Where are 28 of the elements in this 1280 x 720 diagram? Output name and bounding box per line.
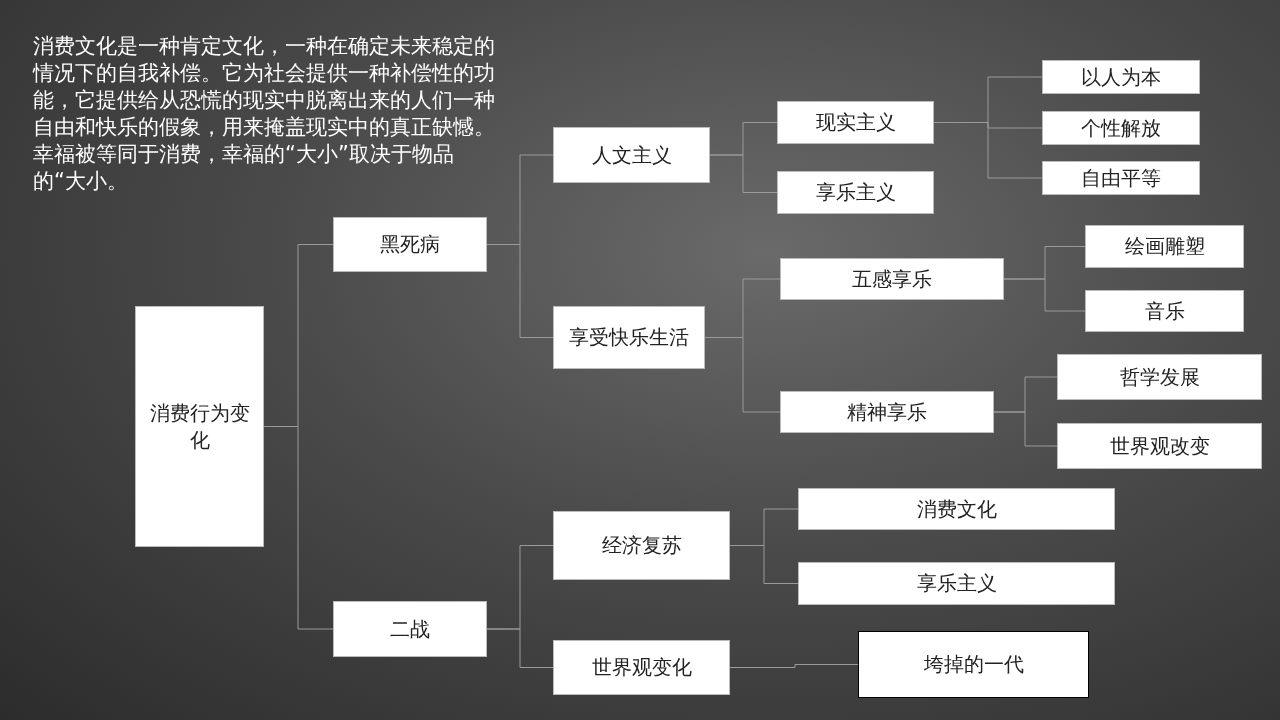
text-box: 精神享乐 [780,391,994,433]
text-box: 绘画雕塑 [1085,225,1244,268]
text-box: 音乐 [1085,290,1244,332]
paragraph: 消费文化是一种肯定文化，一种在确定未来稳定的情况下的自我补偿。它为社会提供一种补偿性的功能，它提供给从恐慌的现实中脱离出来的人们一种自由和快乐的假象，用来掩盖现实中的真正缺憾。幸福被等同于消费，幸福的“大小”取决于物品的“大小。 [33,33,495,195]
text-box: 垮掉的一代 [858,631,1089,698]
connector-line [993,411,1058,447]
text-box: 个性解放 [1042,111,1200,145]
text-box: 二战 [333,601,487,657]
text-box: 世界观变化 [553,640,730,695]
text-box: 享受快乐生活 [553,306,705,369]
connector-line [729,545,799,584]
text-box: 现实主义 [777,101,934,144]
connector-line [486,628,554,668]
connector-line [709,154,778,193]
text-box: 以人为本 [1042,60,1200,94]
text-box: 世界观改变 [1057,423,1262,469]
text-box: 五感享乐 [780,258,1004,300]
connector-line [1003,278,1086,312]
connector-line [729,664,859,668]
text-box: 经济复苏 [553,511,730,580]
text-box: 消费文化 [798,488,1115,530]
text-box: 黑死病 [333,217,487,272]
text-box: 自由平等 [1042,161,1200,195]
text-box: 哲学发展 [1057,354,1262,400]
text-box: 享乐主义 [777,171,934,214]
text-box: 消费行为变化 [135,306,264,547]
text-box: 享乐主义 [798,562,1115,605]
text-box: 人文主义 [553,127,710,183]
